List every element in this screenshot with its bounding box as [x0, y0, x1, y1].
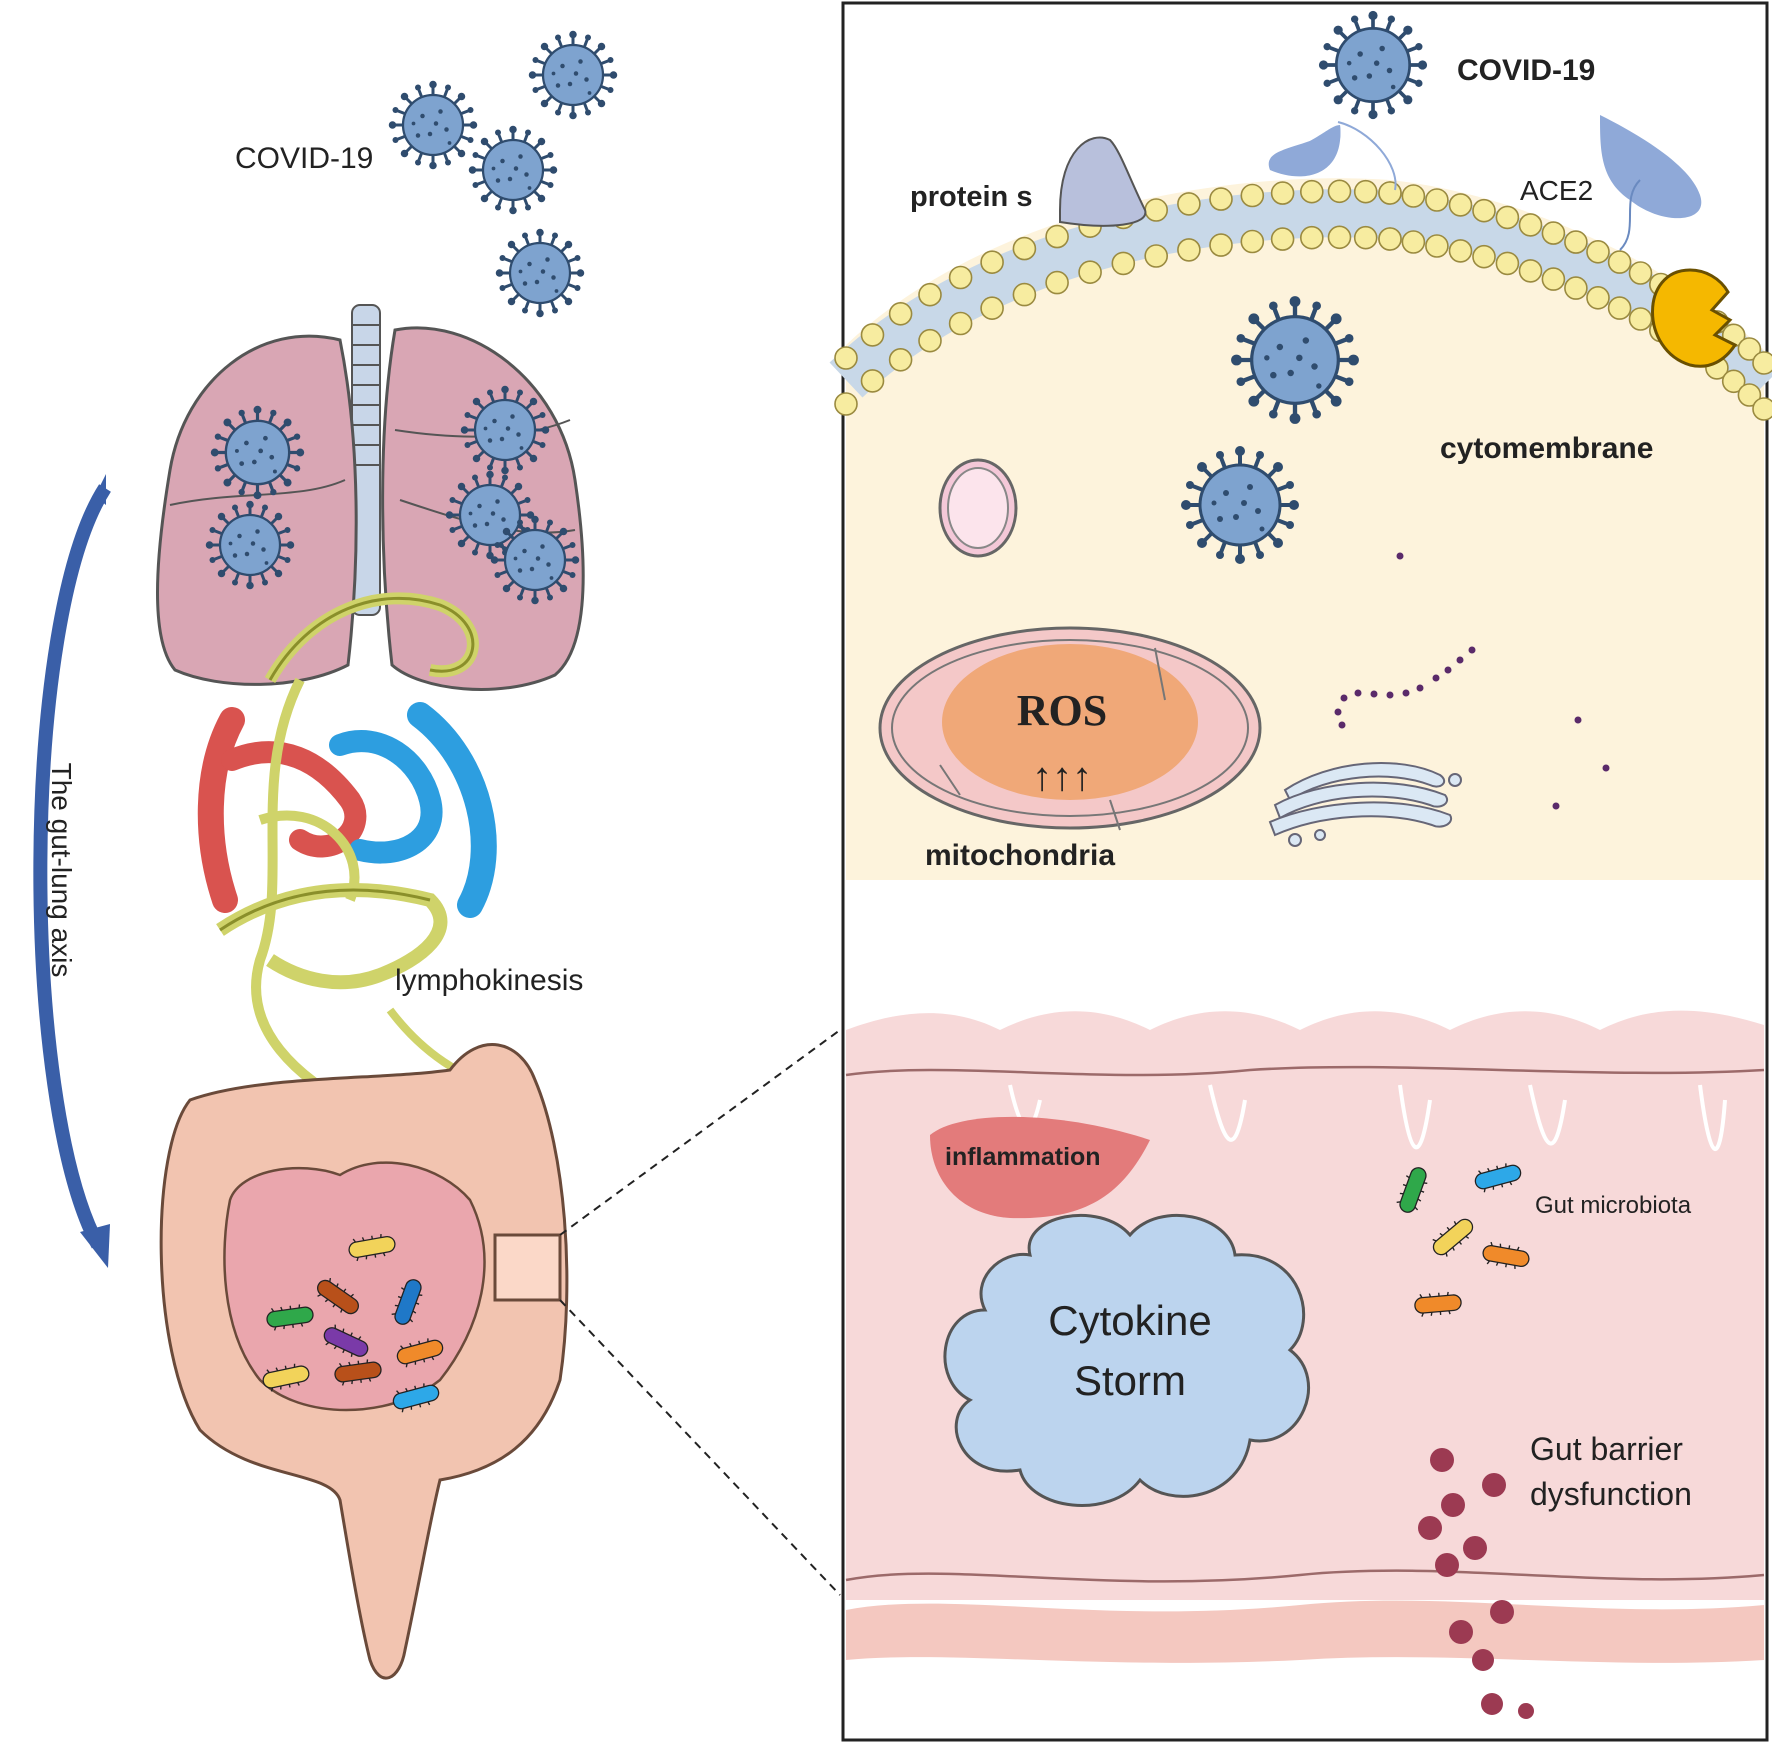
membrane-bead [1628, 261, 1653, 285]
membrane-bead [1448, 239, 1473, 263]
membrane-bead [1353, 179, 1378, 204]
membrane-bead [1111, 251, 1136, 276]
intestine-icon [159, 1043, 569, 1680]
membrane-bead [1300, 225, 1324, 250]
mitochondria-icon [878, 626, 1262, 831]
membrane-bead [1209, 233, 1233, 257]
membrane-bead [918, 282, 942, 307]
zoom-connector [559, 1029, 841, 1596]
membrane-bead [1209, 187, 1233, 211]
membrane-bead [1518, 259, 1543, 283]
membrane-bead [1472, 244, 1496, 269]
ace2-label: ACE2 [1520, 175, 1593, 206]
membrane-bead [1448, 193, 1473, 217]
virus-icon [388, 30, 618, 318]
membrane-bead [1586, 240, 1610, 264]
membrane-bead [1586, 285, 1610, 310]
membrane-bead [1012, 236, 1037, 261]
gut-lung-axis-label: The gut-lung axis [46, 763, 77, 978]
membrane-bead [980, 250, 1004, 275]
gut-barrier-label-line1: Gut barrier [1530, 1431, 1683, 1467]
membrane-bead [1045, 224, 1069, 249]
cytokine-storm-cloud [943, 1213, 1310, 1507]
membrane-bead [1045, 270, 1069, 295]
membrane-bead [834, 392, 858, 416]
cytokine-storm-label-line2: Storm [1074, 1357, 1186, 1404]
membrane-bead [834, 346, 858, 370]
membrane-bead [948, 265, 973, 290]
membrane-bead [1240, 229, 1265, 254]
membrane-bead [1425, 188, 1449, 212]
membrane-bead [948, 311, 973, 336]
membrane-bead [1078, 260, 1102, 285]
cytokine-storm-label-line1: Cytokine [1048, 1297, 1211, 1344]
lymph-network-icon [216, 592, 521, 1115]
blood-vessel-icon [197, 702, 497, 918]
membrane-bead [1327, 179, 1352, 204]
membrane-bead [1177, 238, 1201, 262]
membrane-bead [1541, 221, 1566, 245]
membrane-bead [1401, 230, 1426, 254]
inflammation-icon [930, 1116, 1150, 1219]
membrane-bead [1607, 296, 1632, 320]
membrane-bead [1012, 282, 1037, 307]
membrane-bead [1628, 307, 1653, 331]
membrane-bead [1378, 181, 1402, 205]
membrane-bead [1752, 351, 1772, 375]
signal-dots [1334, 552, 1610, 810]
membrane-bead [1270, 181, 1295, 205]
protein-s-label: protein s [910, 181, 1032, 213]
covid-19-label-left: COVID-19 [235, 142, 373, 175]
membrane-bead [1495, 205, 1520, 230]
membrane-bead [1518, 213, 1543, 237]
lymphokinesis-label: lymphokinesis [395, 964, 583, 997]
gut-barrier-label-line2: dysfunction [1530, 1476, 1692, 1512]
curved-arrow-icon [33, 474, 111, 1268]
membrane-bead [1737, 337, 1762, 361]
membrane-bead [1401, 184, 1426, 208]
membrane-bead [1327, 225, 1352, 250]
membrane-bead [1378, 227, 1402, 251]
membrane-bead [1240, 183, 1265, 208]
membrane-bead [1270, 227, 1295, 251]
virus-icon [1318, 10, 1428, 120]
gut-microbiota-label: Gut microbiota [1535, 1192, 1692, 1219]
membrane-bead [1144, 244, 1168, 268]
membrane-bead [1177, 192, 1201, 216]
membrane-bead [1737, 383, 1762, 407]
membrane-bead [1495, 251, 1520, 276]
barrier-leak-dots [1418, 1448, 1534, 1719]
vesicle-icon [938, 458, 1018, 558]
membrane-bead [860, 323, 885, 347]
inflammation-label: inflammation [945, 1143, 1101, 1171]
membrane-bead [888, 347, 913, 372]
membrane-bead [1425, 234, 1449, 258]
membrane-bead [1564, 230, 1588, 254]
covid-19-label-right: COVID-19 [1457, 54, 1595, 87]
membrane-bead [1541, 267, 1566, 291]
membrane-bead [1353, 225, 1378, 250]
membrane-bead [1472, 198, 1496, 223]
membrane-bead [1144, 198, 1168, 222]
membrane-bead [1607, 250, 1632, 274]
enzyme-icon [1651, 268, 1738, 368]
membrane-bead [860, 369, 885, 393]
golgi-icon [1268, 762, 1462, 847]
membrane-bead [980, 296, 1004, 321]
receptor-icon [1268, 115, 1702, 251]
membrane-bead [1752, 397, 1772, 421]
membrane-bead [888, 301, 913, 326]
ros-label: ROS [1017, 686, 1107, 735]
lung-icon [156, 304, 585, 691]
protein-s-icon [1059, 136, 1147, 227]
ros-increase-arrows: ↑↑↑ [1032, 755, 1092, 799]
membrane-bead [1300, 179, 1324, 204]
cytomembrane-label: cytomembrane [1440, 432, 1653, 465]
membrane-bead [1564, 276, 1588, 300]
membrane-bead [1721, 369, 1746, 394]
mitochondria-label: mitochondria [925, 839, 1115, 872]
membrane-bead [918, 328, 942, 353]
